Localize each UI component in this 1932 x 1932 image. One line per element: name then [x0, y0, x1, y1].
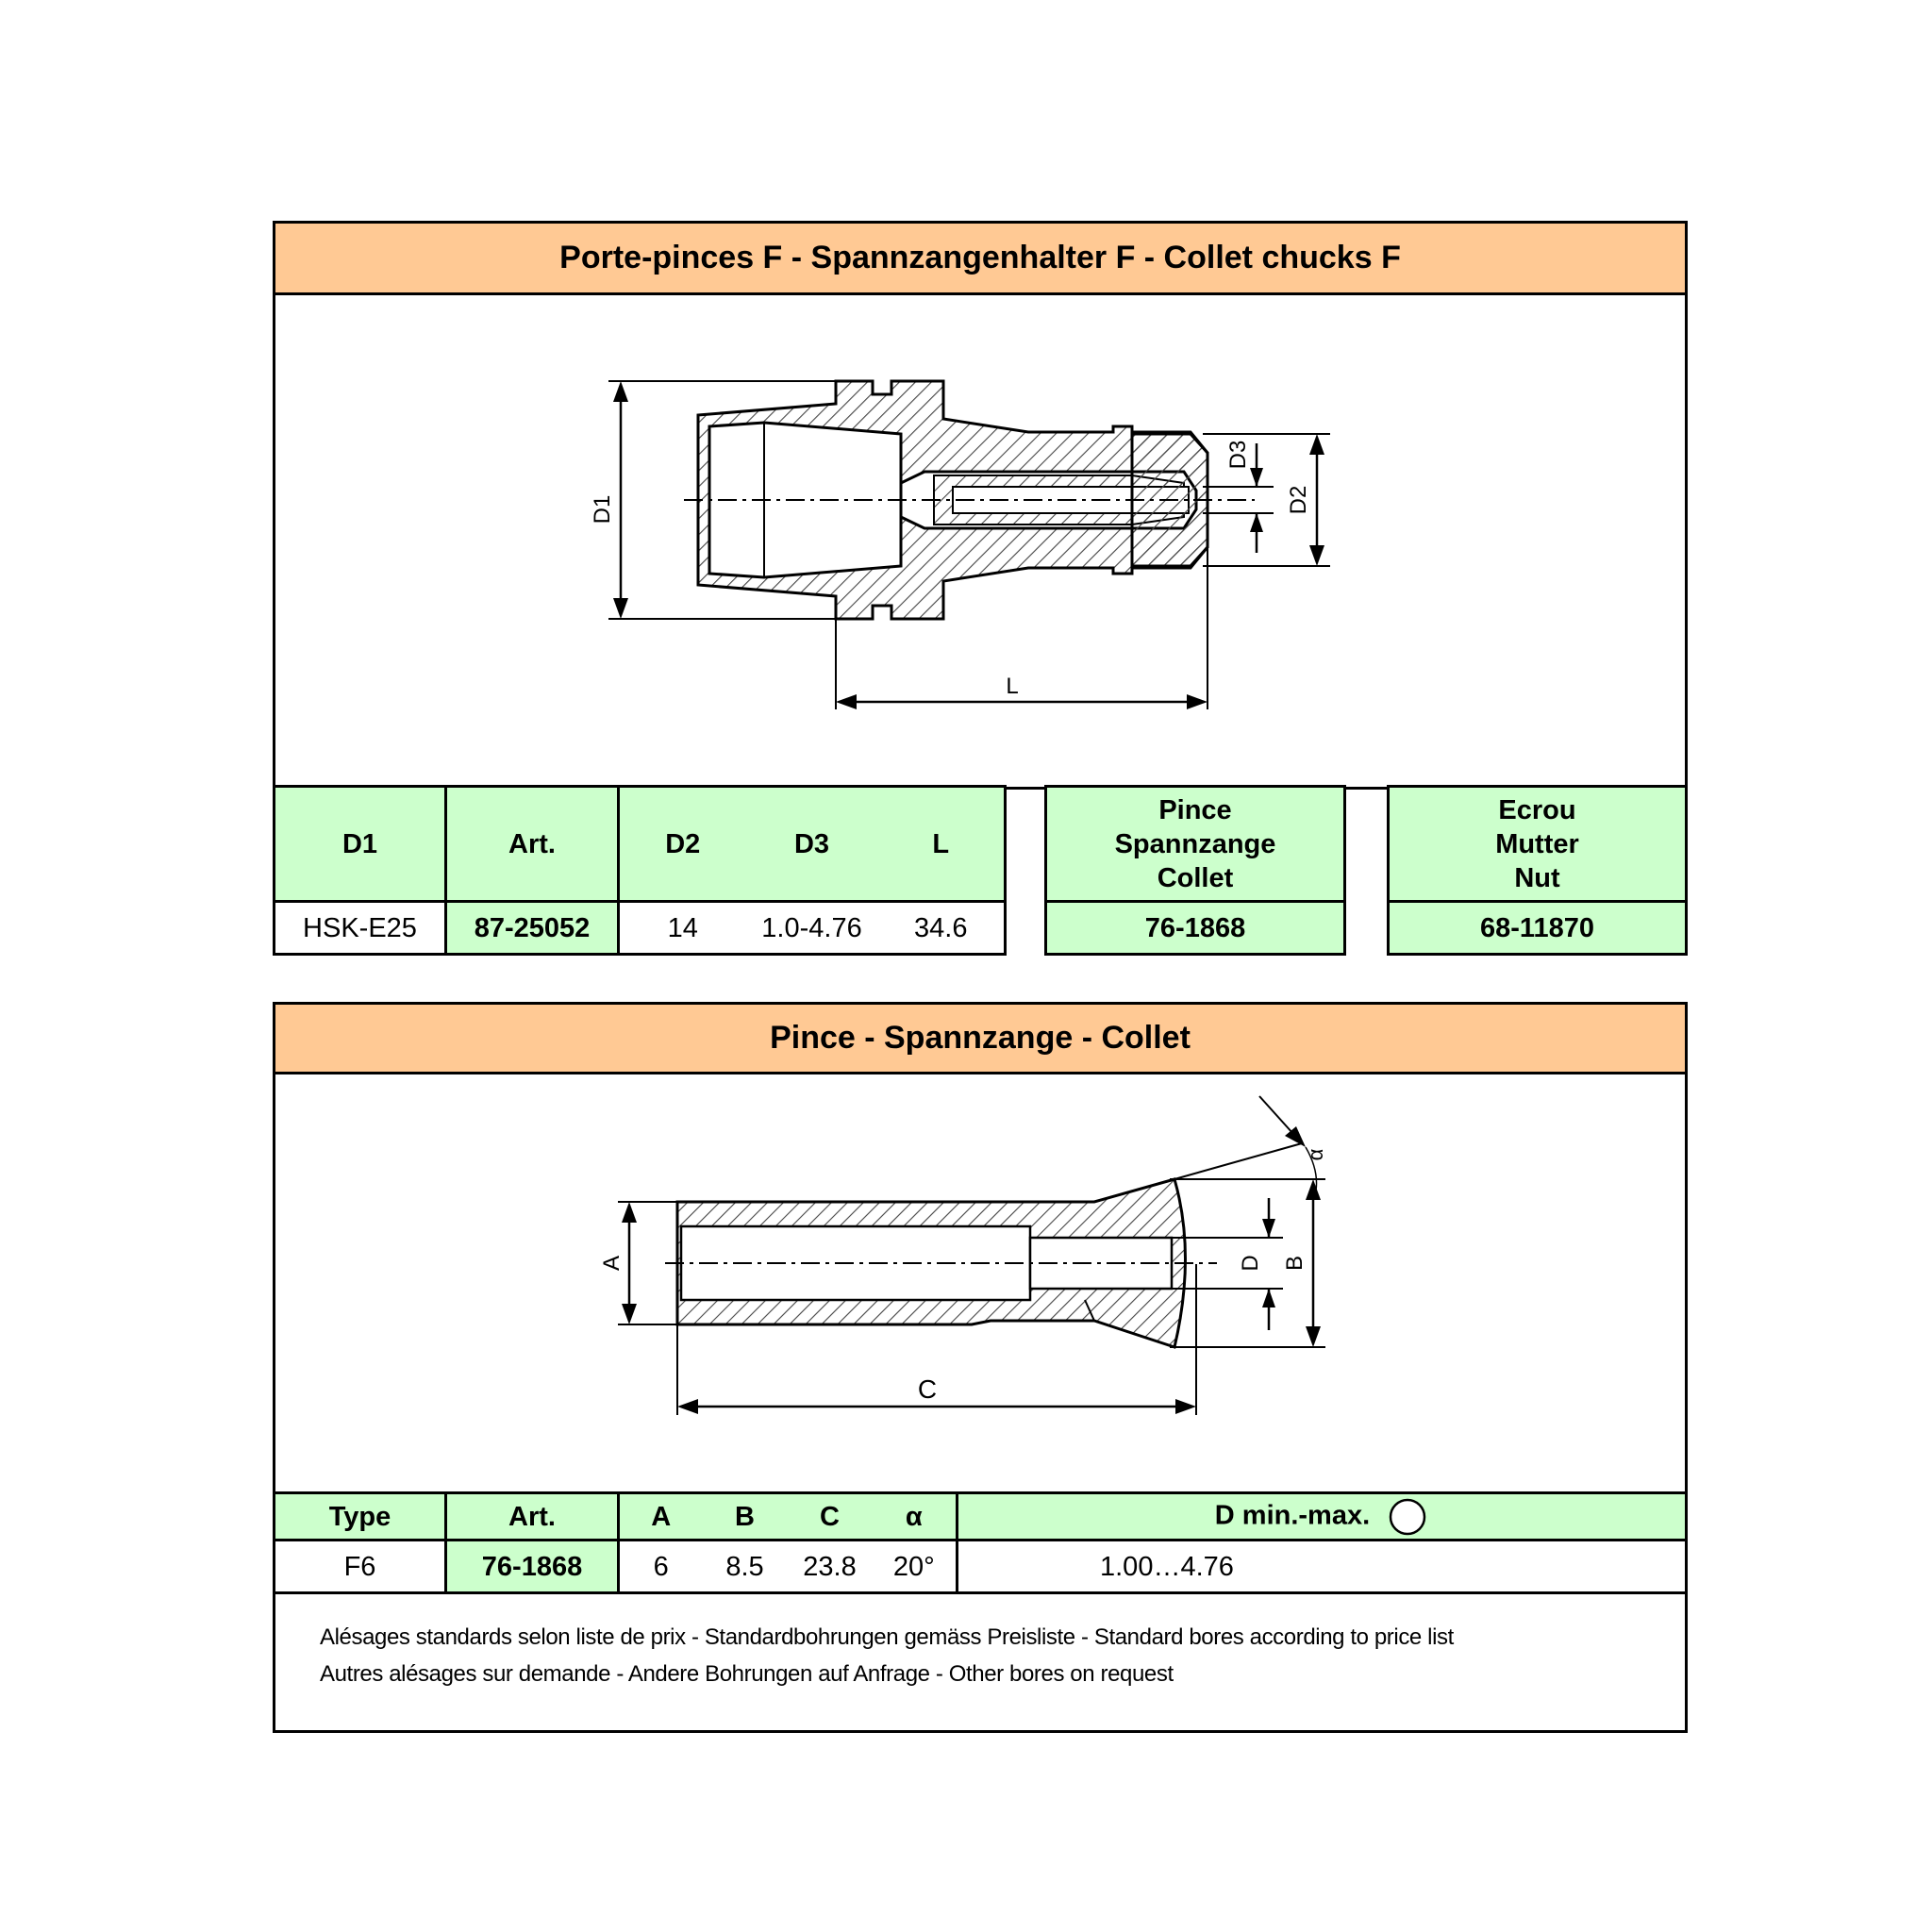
a-label: A — [599, 1256, 625, 1271]
nut-box-value: 68-11870 — [1387, 900, 1688, 956]
collet-section: Pince - Spannzange - Collet — [273, 1002, 1688, 1733]
nut-box: Ecrou Mutter Nut 68-11870 — [1387, 785, 1688, 956]
note-other-bores: Autres alésages sur demande - Andere Boh… — [320, 1661, 1174, 1687]
collet-box-line1: Pince — [1158, 794, 1232, 825]
collet-header-b: B — [702, 1491, 788, 1541]
chuck-section-title: Porte-pinces F - Spannzangenhalter F - C… — [275, 224, 1685, 295]
collet-table: Type Art. A B C α D min.-max. F6 76-1868… — [273, 1491, 1688, 1594]
chuck-header-l: L — [877, 785, 1007, 903]
nut-box-header: Ecrou Mutter Nut — [1387, 785, 1688, 903]
chuck-table: D1 Art. D2 D3 L HSK-E25 87-25052 14 1.0-… — [273, 785, 1007, 956]
chuck-header-d2: D2 — [617, 785, 746, 903]
collet-cell-dminmax-value: 1.00…4.76 — [1100, 1551, 1234, 1582]
nut-box-line3: Nut — [1514, 862, 1560, 893]
chuck-header-d1: D1 — [273, 785, 447, 903]
collet-box-line3: Collet — [1157, 862, 1234, 893]
collet-header-a: A — [617, 1491, 703, 1541]
d-dimension — [1170, 1198, 1283, 1330]
collet-cell-a: 6 — [617, 1539, 703, 1594]
chuck-header-d3: D3 — [745, 785, 878, 903]
note-standard-bores: Alésages standards selon liste de prix -… — [320, 1624, 1454, 1650]
collet-header-c: C — [787, 1491, 873, 1541]
d2-dimension — [1203, 433, 1330, 567]
d-label: D — [1238, 1255, 1263, 1271]
chuck-cell-d3: 1.0-4.76 — [745, 900, 878, 956]
collet-header-dminmax-label: D min.-max. — [1214, 1500, 1371, 1531]
chuck-header-art: Art. — [444, 785, 620, 903]
collet-box: Pince Spannzange Collet 76-1868 — [1044, 785, 1346, 956]
d1-dimension — [608, 380, 840, 620]
collet-cell-art: 76-1868 — [444, 1539, 620, 1594]
collet-header-art: Art. — [444, 1491, 620, 1541]
l-dimension — [835, 547, 1208, 709]
collet-section-title: Pince - Spannzange - Collet — [275, 1005, 1685, 1074]
chuck-section: Porte-pinces F - Spannzangenhalter F - C… — [273, 221, 1688, 790]
collet-notes: Alésages standards selon liste de prix -… — [320, 1619, 1659, 1692]
collet-box-value: 76-1868 — [1044, 900, 1346, 956]
diameter-circle-icon — [1389, 1498, 1426, 1535]
nut-box-line1: Ecrou — [1498, 794, 1576, 825]
collet-cell-alpha: 20° — [872, 1539, 958, 1594]
l-label: L — [1006, 674, 1018, 699]
chuck-cell-d1: HSK-E25 — [273, 900, 447, 956]
collet-cell-dminmax: 1.00…4.76 — [956, 1539, 1688, 1594]
d1-label: D1 — [590, 495, 615, 525]
collet-box-header: Pince Spannzange Collet — [1044, 785, 1346, 903]
chuck-cell-art: 87-25052 — [444, 900, 620, 956]
collet-header-dminmax: D min.-max. — [956, 1491, 1688, 1541]
c-label: C — [918, 1374, 937, 1404]
alpha-label: α — [1304, 1148, 1327, 1160]
chuck-cell-d2: 14 — [617, 900, 746, 956]
collet-body-shape — [665, 1177, 1217, 1349]
nut-box-line2: Mutter — [1495, 828, 1579, 859]
collet-cell-type: F6 — [273, 1539, 447, 1594]
chuck-cell-l: 34.6 — [877, 900, 1007, 956]
collet-box-line2: Spannzange — [1114, 828, 1276, 859]
c-dimension — [676, 1264, 1197, 1415]
d3-label: D3 — [1225, 441, 1251, 470]
chuck-body-shape — [684, 379, 1255, 621]
d3-dimension — [1203, 443, 1274, 553]
collet-header-alpha: α — [872, 1491, 958, 1541]
a-dimension — [618, 1201, 681, 1325]
d2-label: D2 — [1286, 486, 1311, 515]
alpha-dimension — [1174, 1095, 1318, 1191]
b-label: B — [1282, 1256, 1307, 1271]
collet-cell-c: 23.8 — [787, 1539, 873, 1594]
collet-cell-b: 8.5 — [702, 1539, 788, 1594]
collet-header-type: Type — [273, 1491, 447, 1541]
